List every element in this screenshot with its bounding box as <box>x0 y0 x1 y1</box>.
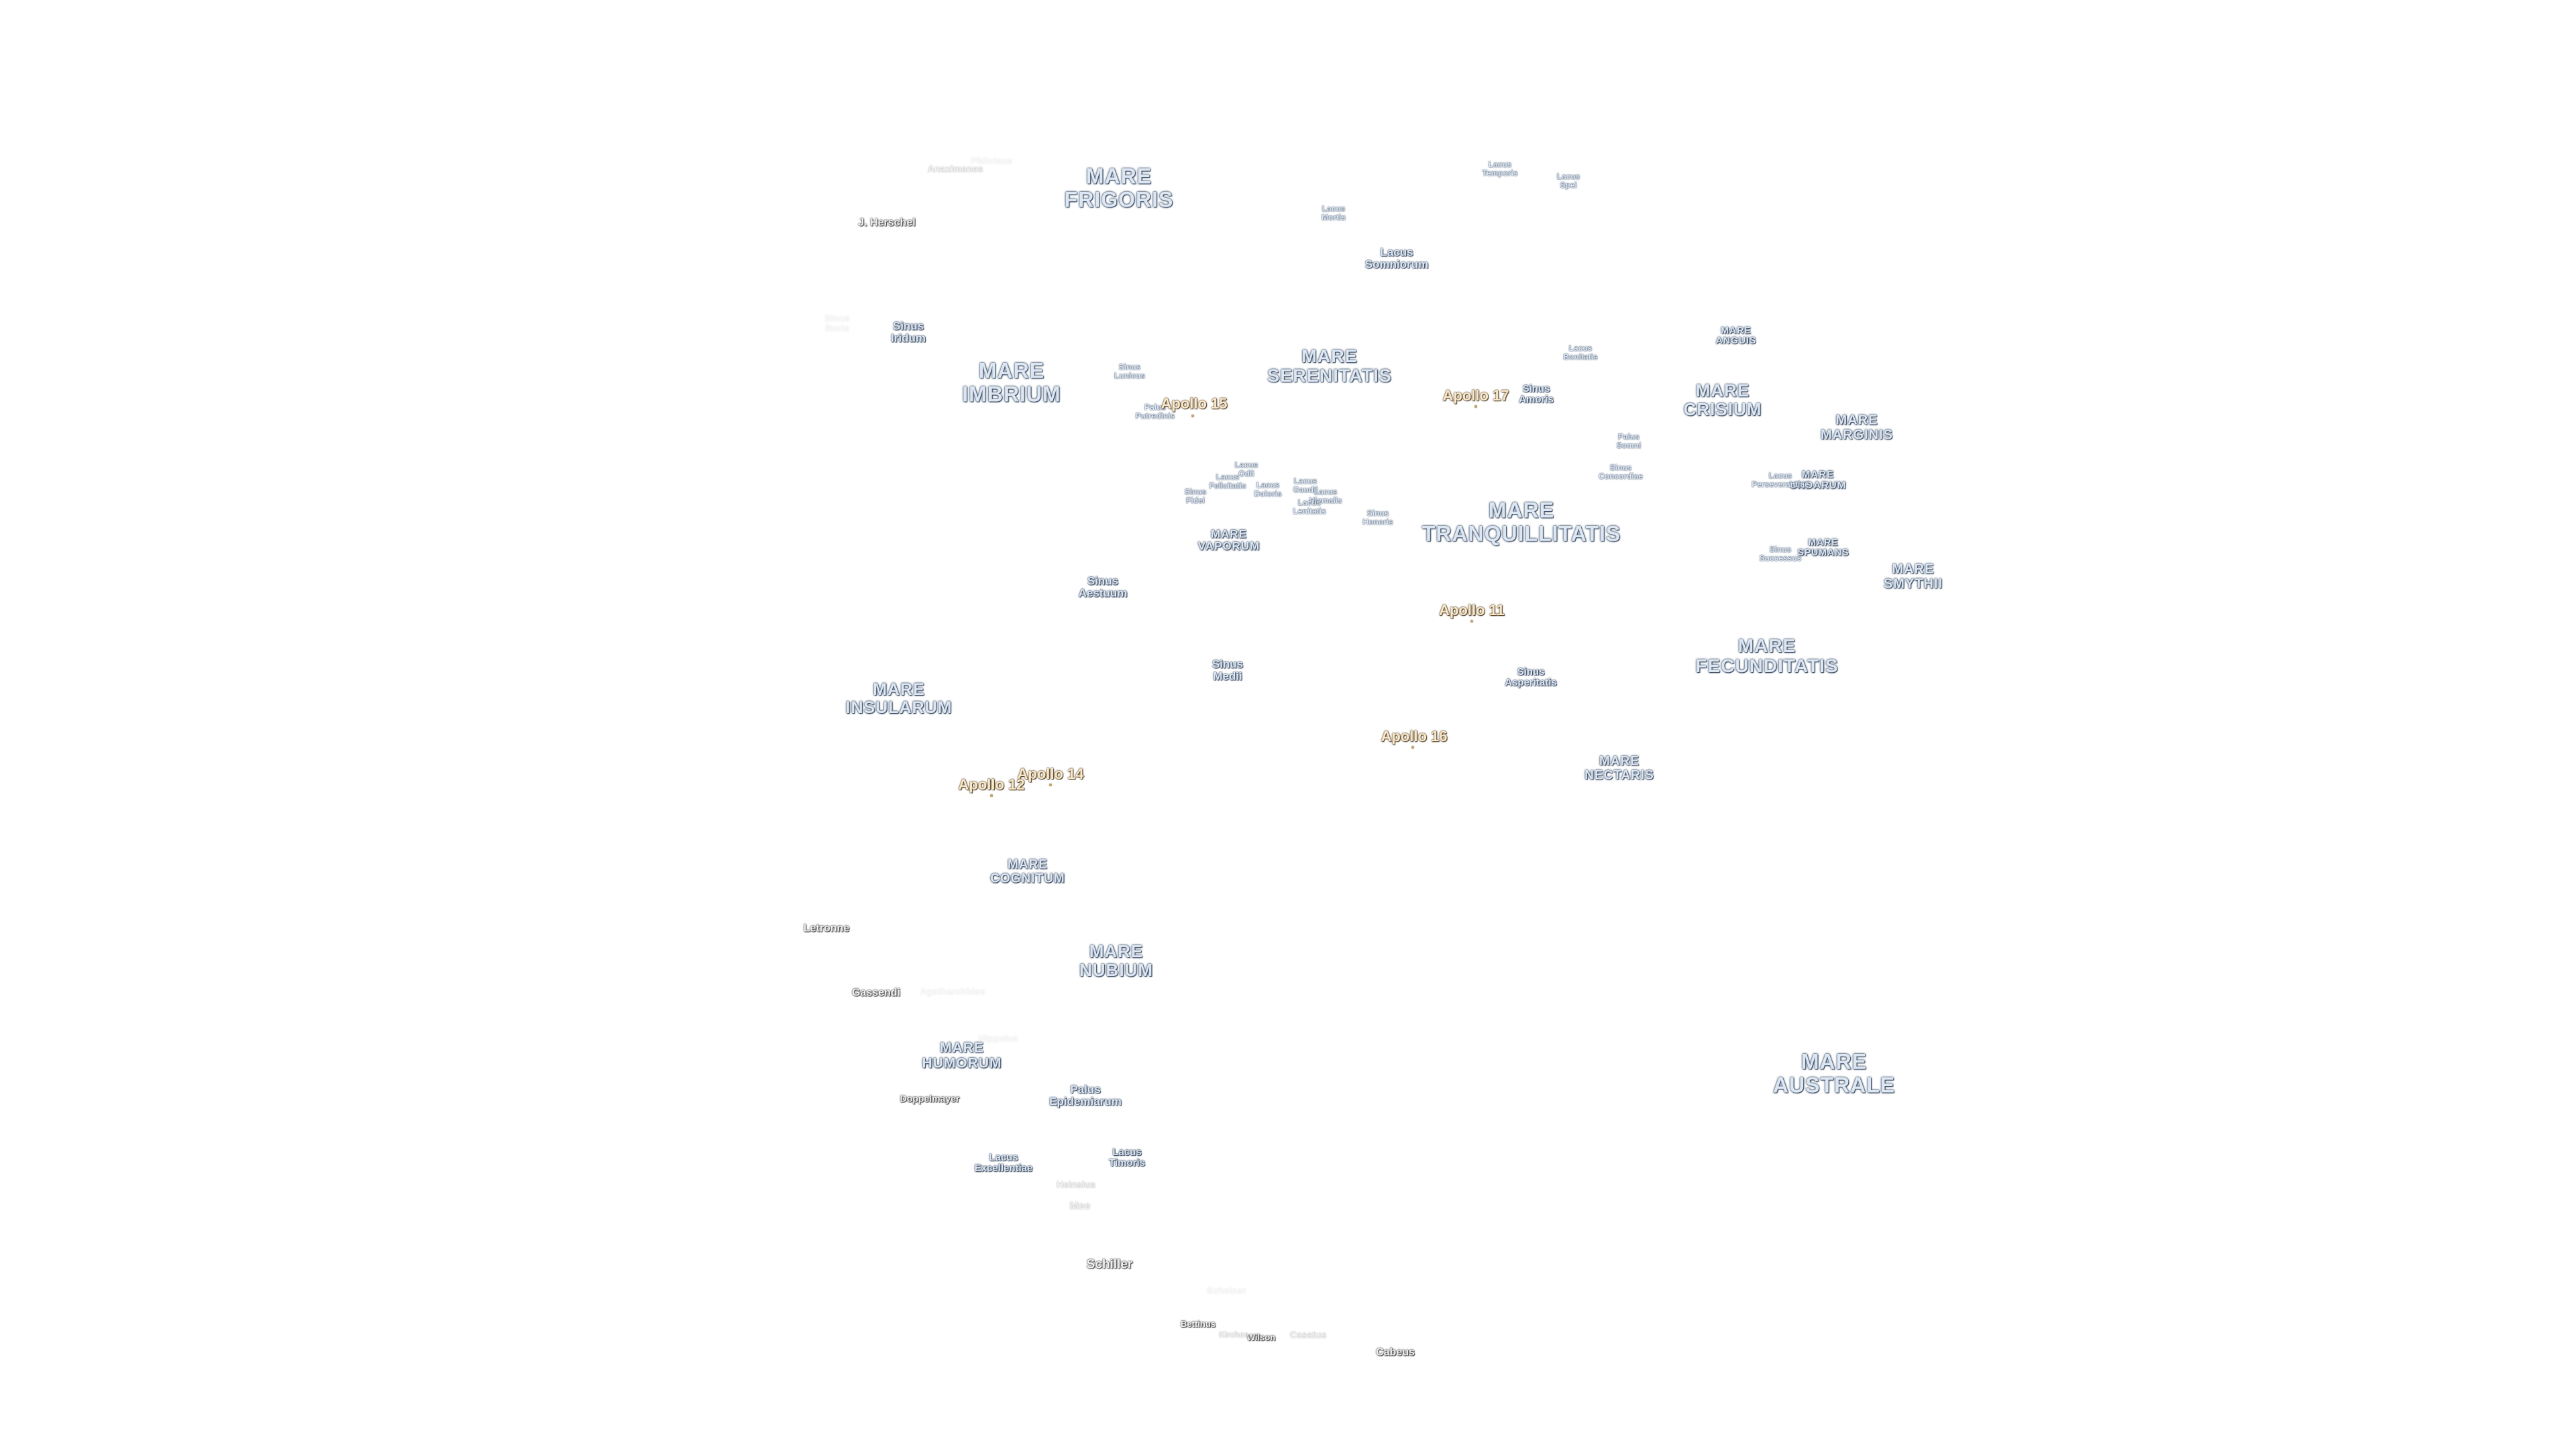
apollo-17-marker <box>1474 405 1477 408</box>
sinus-asperitatis-label: Sinus Asperitatis <box>1505 665 1557 688</box>
palus-putredinis-label: Palus Putredinis <box>1135 402 1175 421</box>
mare-vaporum-label: MARE VAPORUM <box>1197 527 1260 553</box>
sinus-fidei-label: Sinus Fidei <box>1184 487 1207 505</box>
lacus-lenitatis-label: Lacus Lenitatis <box>1293 498 1326 516</box>
mare-marginis-label: MARE MARGINIS <box>1821 413 1893 442</box>
apollo-16-marker <box>1411 746 1414 749</box>
mare-imbrium-label: MARE IMBRIUM <box>962 358 1061 406</box>
mare-spumans-label: MARE SPUMANS <box>1797 536 1849 557</box>
lacus-temporis-label: Lacus Temporis <box>1482 160 1518 178</box>
mee-label: Mee <box>1069 1200 1091 1212</box>
mare-anguis-label: MARE ANGUIS <box>1715 324 1757 345</box>
mare-tranquillitatis-label: MARE TRANQUILLITATIS <box>1421 498 1621 545</box>
sinus-concordiae-label: Sinus Concordiae <box>1598 463 1644 481</box>
lacus-gaudii-label: Lacus Gaudii <box>1293 476 1318 494</box>
kircher-label: Kircher <box>1218 1330 1248 1340</box>
lacus-felicitatis-label: Lacus Felicitatis <box>1209 472 1246 490</box>
j-herschel-label: J. Herschel <box>858 217 916 229</box>
sinus-honoris-label: Sinus Honoris <box>1362 508 1393 527</box>
hippalus-label: Hippalus <box>978 1032 1018 1044</box>
apollo-11-label: Apollo 11 <box>1439 602 1505 619</box>
agatharchides-label: Agatharchides <box>920 985 985 997</box>
lacus-bonitatis-label: Lacus Bonitatis <box>1563 343 1598 362</box>
apollo-17-label: Apollo 17 <box>1442 387 1509 405</box>
mare-frigoris-label: MARE FRIGORIS <box>1064 164 1174 211</box>
sinus-aestuum-label: Sinus Aestuum <box>1078 574 1128 600</box>
sinus-lunicus-label: Sinus Lunicus <box>1114 362 1146 380</box>
letronne-label: Letronne <box>803 922 850 934</box>
wilson-label: Wilson <box>1246 1332 1276 1342</box>
mare-australe-label: MARE AUSTRALE <box>1772 1049 1896 1097</box>
mare-fecunditatis-label: MARE FECUNDITATIS <box>1695 635 1839 676</box>
sinus-amoris-label: Sinus Amoris <box>1519 382 1554 405</box>
sinus-medii-label: Sinus Medii <box>1212 657 1244 683</box>
lacus-spei-label: Lacus Spei <box>1556 172 1580 190</box>
mare-serenitatis-label: MARE SERENITATIS <box>1267 345 1392 386</box>
apollo-12-marker <box>990 794 993 797</box>
lacus-hiemalis-label: Lacus Hiemalis <box>1309 487 1342 505</box>
anaximenes-label: Anaximenes <box>927 163 983 174</box>
sinus-roris-label: Sinus Roris <box>824 312 851 333</box>
palus-epidemiarum-label: Palus Epidemiarum <box>1049 1083 1122 1108</box>
lacus-doloris-label: Lacus Doloris <box>1254 480 1282 498</box>
apollo-16-label: Apollo 16 <box>1381 728 1448 745</box>
heinsius-label: Heinsius <box>1056 1179 1096 1190</box>
apollo-15-marker <box>1191 415 1194 417</box>
scheiner-label: Scheiner <box>1206 1285 1246 1296</box>
sinus-successus-label: Sinus Successus <box>1759 545 1802 563</box>
apollo-14-label: Apollo 14 <box>1017 765 1084 783</box>
mare-undarum-label: MARE UNDARUM <box>1789 468 1847 491</box>
lacus-mortis-label: Lacus Mortis <box>1322 204 1346 222</box>
gassendi-label: Gassendi <box>851 987 901 999</box>
mare-smythii-label: MARE SMYTHII <box>1883 561 1943 591</box>
lacus-excellentiae-label: Lacus Excellentiae <box>974 1151 1033 1174</box>
mare-nubium-label: MARE NUBIUM <box>1079 941 1153 980</box>
mare-crisium-label: MARE CRISIUM <box>1683 380 1762 419</box>
apollo-15-label: Apollo 15 <box>1161 395 1228 413</box>
apollo-14-marker <box>1049 784 1052 786</box>
schiller-label: Schiller <box>1086 1257 1133 1272</box>
bettinus-label: Bettinus <box>1181 1318 1216 1329</box>
sinus-iridum-label: Sinus Iridum <box>891 319 926 345</box>
lacus-somniorum-label: Lacus Somniorum <box>1364 246 1429 271</box>
palus-somni-label: Palus Somni <box>1616 432 1642 450</box>
apollo-11-marker <box>1470 620 1473 623</box>
mare-cognitum-label: MARE COGNITUM <box>990 857 1065 885</box>
doppelmayer-label: Doppelmayer <box>900 1093 960 1104</box>
apollo-12-label: Apollo 12 <box>958 776 1025 794</box>
casatus-label: Casatus <box>1289 1329 1327 1340</box>
cabeus-label: Cabeus <box>1376 1346 1415 1358</box>
lacus-timoris-label: Lacus Timoris <box>1109 1146 1145 1169</box>
philolaus-label: Philolaus <box>970 155 1013 166</box>
mare-nectaris-label: MARE NECTARIS <box>1585 754 1654 782</box>
lacus-odii-label: Lacus Odii <box>1234 460 1258 478</box>
lacus-perseverantiae-label: Lacus Perseverantiae <box>1752 471 1809 489</box>
mare-humorum-label: MARE HUMORUM <box>922 1040 1002 1071</box>
mare-insularum-label: MARE INSULARUM <box>845 680 953 717</box>
